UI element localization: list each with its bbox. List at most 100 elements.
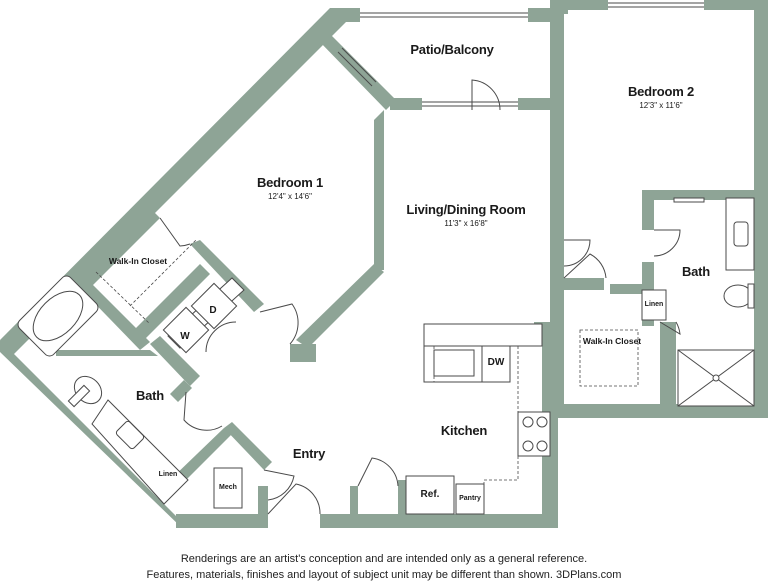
shelf-bath2 — [673, 197, 705, 203]
room-dimensions: 12'4" x 14'6" — [268, 192, 312, 201]
room-name: Walk-In Closet — [108, 256, 168, 266]
wall-diagonal-bottom — [0, 340, 182, 528]
burner — [522, 416, 534, 428]
wall-segment — [518, 98, 558, 110]
room-bedroom-2: Bedroom 2 12'3" x 11'6" — [628, 84, 694, 110]
wall-segment — [190, 240, 264, 312]
door-swing — [563, 239, 591, 267]
wall-segment — [296, 264, 384, 348]
room-walk-in-closet-2: Walk-In Closet — [582, 334, 642, 348]
room-name: Walk-In Closet — [582, 336, 642, 346]
burner — [536, 416, 548, 428]
sink-bath2 — [733, 221, 749, 247]
closet-rod — [129, 239, 197, 307]
room-bath-1: Bath — [136, 388, 164, 403]
room-name: Bath — [681, 264, 711, 279]
wall-segment — [150, 336, 200, 386]
burner — [536, 440, 548, 452]
door-swing — [183, 391, 223, 431]
wall-segment — [134, 264, 210, 340]
burner — [522, 440, 534, 452]
windows — [337, 2, 704, 107]
walls — [0, 0, 768, 528]
door-swing — [471, 79, 501, 111]
wall-segment — [642, 190, 762, 200]
wall-segment — [660, 322, 676, 412]
room-name: Living/Dining Room — [406, 202, 526, 217]
toilet-bath1 — [67, 375, 103, 408]
wall-segment — [550, 0, 564, 410]
room-name: Patio/Balcony — [410, 42, 494, 57]
dishwasher-label: DW — [487, 357, 505, 368]
wall-diagonal-outer — [0, 8, 346, 356]
closet-outline-2 — [579, 329, 639, 387]
wall-segment — [76, 208, 160, 292]
door-swing — [205, 321, 237, 353]
door-swing — [659, 321, 681, 335]
room-entry: Entry — [293, 446, 325, 461]
kitchen-peninsula-top — [423, 323, 543, 347]
room-kitchen: Kitchen — [441, 423, 487, 438]
wall-segment — [754, 0, 768, 410]
vanity-bath1 — [91, 399, 189, 505]
dashed-lines — [95, 239, 639, 514]
doors — [159, 79, 681, 515]
wall-segment — [56, 350, 158, 356]
bathtub-basin — [32, 290, 84, 342]
wall-segment — [320, 514, 558, 528]
toilet-tank — [67, 384, 91, 408]
room-dimensions: 11'3" x 16'8" — [444, 219, 488, 228]
wall-segment — [290, 344, 316, 362]
wall-segment — [76, 278, 150, 350]
door-swing — [263, 469, 295, 501]
room-bath-2: Bath — [682, 264, 710, 279]
disclaimer: Renderings are an artist's conception an… — [0, 551, 768, 583]
mech-closet — [213, 467, 243, 509]
sink — [115, 420, 145, 450]
wall-segment — [170, 380, 192, 402]
room-name: Entry — [292, 446, 326, 461]
wall-segment — [560, 0, 608, 10]
fixtures — [17, 197, 755, 515]
wall-segment — [562, 278, 604, 290]
fridge-box — [405, 475, 455, 515]
room-name: Bedroom 2 — [627, 84, 695, 99]
wall-segment — [550, 404, 768, 418]
door-swing — [267, 483, 321, 515]
pantry-label: Pantry — [459, 495, 481, 502]
room-bedroom-1: Bedroom 1 12'4" x 14'6" — [257, 175, 323, 201]
door-swing — [259, 303, 299, 345]
wall-segment — [390, 98, 422, 110]
kitchen-sink — [433, 349, 475, 377]
room-name: Bath — [135, 388, 165, 403]
wall-segment — [350, 486, 358, 528]
fridge-label: Ref. — [420, 489, 440, 500]
wall-segment — [176, 514, 268, 528]
room-patio: Patio/Balcony — [410, 42, 494, 57]
cabinet-outline — [433, 346, 511, 383]
wall-segment — [224, 422, 272, 470]
linen-label-2: Linen — [644, 301, 664, 308]
dishwasher-box — [481, 345, 511, 383]
closet-rod — [95, 271, 151, 325]
bathtub — [17, 275, 99, 357]
room-dimensions: 12'3" x 11'6" — [639, 101, 683, 110]
room-name: Bedroom 1 — [256, 175, 324, 190]
dryer-unit — [190, 282, 238, 330]
shower-drain — [712, 374, 720, 382]
wall-segment — [610, 284, 654, 294]
wall-segment — [704, 0, 768, 10]
door-swing — [653, 229, 681, 257]
wall-segment — [398, 480, 406, 528]
linen-label-1: Linen — [158, 471, 178, 478]
wall-segment — [528, 8, 556, 22]
washer-label: W — [180, 331, 190, 342]
wall-segment — [258, 486, 268, 528]
room-living-dining: Living/Dining Room 11'3" x 16'8" — [406, 202, 525, 228]
cabinet-outline — [483, 346, 519, 514]
door-swing — [357, 457, 399, 487]
room-name: Kitchen — [440, 423, 488, 438]
disclaimer-line-1: Renderings are an artist's conception an… — [180, 553, 588, 565]
